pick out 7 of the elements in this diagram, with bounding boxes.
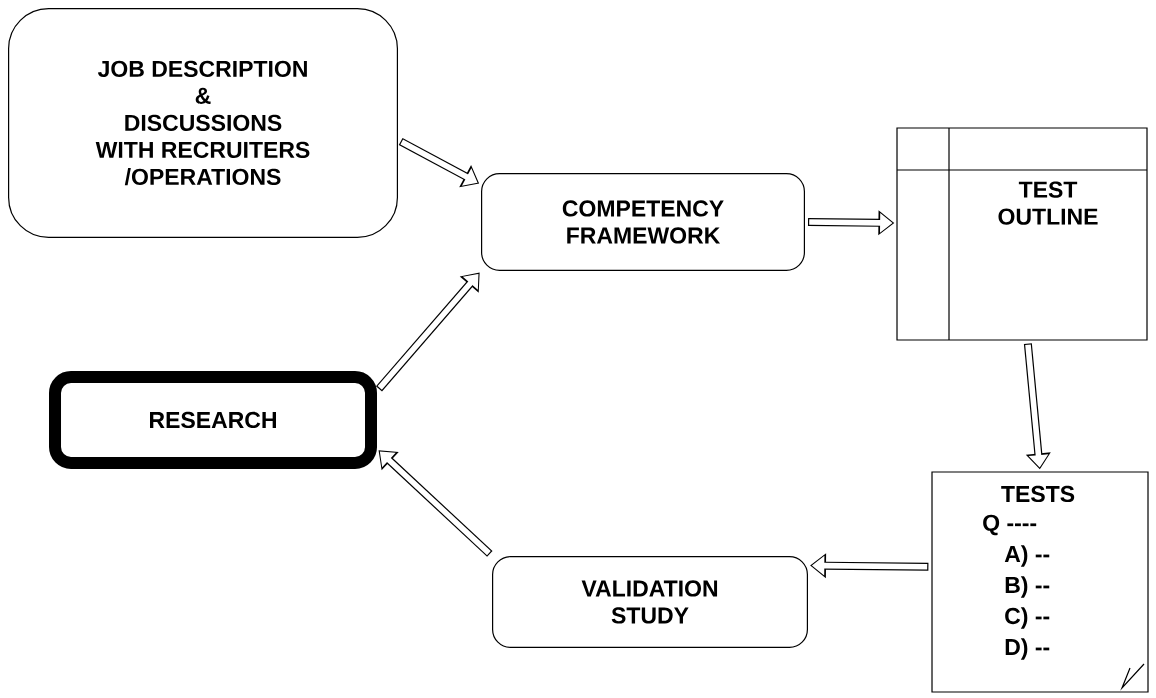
rounded-box: JOB DESCRIPTION & DISCUSSIONS WITH RECRUITERS /OPERATIONS (8, 8, 398, 238)
thick-rounded-box: RESEARCH (49, 371, 377, 469)
rounded-box: VALIDATION STUDY (492, 556, 808, 648)
table-box: TEST OUTLINE (896, 127, 1148, 341)
block-arrow (378, 450, 493, 557)
rounded-box: COMPETENCY FRAMEWORK (481, 173, 805, 271)
document-box: TESTS Q ---- A) -- B) -- C) -- D) -- (931, 471, 1149, 693)
